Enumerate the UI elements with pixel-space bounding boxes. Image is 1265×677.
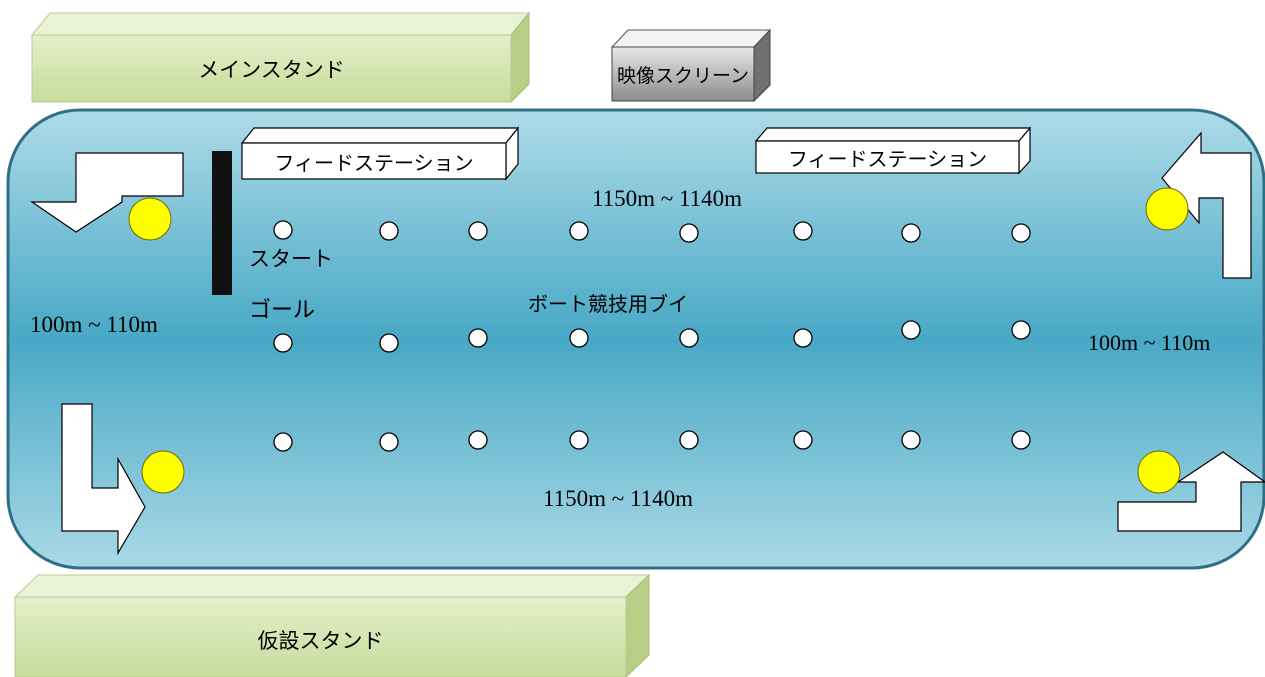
video-screen-label: 映像スクリーン xyxy=(616,64,750,87)
top-distance-label: 1150m ~ 1140m xyxy=(592,186,743,211)
turn-arrow-top-right xyxy=(1161,131,1252,279)
video-screen xyxy=(610,28,772,103)
buoy-row-top xyxy=(273,220,1031,243)
buoy xyxy=(379,432,399,452)
buoy xyxy=(793,430,813,450)
buoy xyxy=(793,221,813,241)
temporary-stand-label: 仮設スタンド xyxy=(257,629,384,653)
turn-marker-bottom-right xyxy=(1137,450,1181,494)
buoy xyxy=(1011,320,1031,340)
start-goal-line xyxy=(212,151,232,295)
buoy xyxy=(901,430,921,450)
buoy xyxy=(679,328,699,348)
buoy xyxy=(379,221,399,241)
turn-arrow-bottom-right xyxy=(1117,451,1265,532)
feed-station-right xyxy=(754,126,1032,175)
buoy xyxy=(901,223,921,243)
left-distance-label: 100m ~ 110m xyxy=(30,312,158,337)
buoy xyxy=(468,221,488,241)
buoy xyxy=(569,221,589,241)
buoy xyxy=(468,430,488,450)
turn-arrow-bottom-left xyxy=(61,403,146,556)
buoy xyxy=(273,432,293,452)
buoy xyxy=(468,328,488,348)
buoy xyxy=(569,430,589,450)
buoy xyxy=(1011,430,1031,450)
buoy xyxy=(273,333,293,353)
bottom-distance-label: 1150m ~ 1140m xyxy=(543,486,694,511)
feed-station-right-label: フィードステーション xyxy=(787,146,988,171)
buoy xyxy=(1011,223,1031,243)
turn-arrow-top-left xyxy=(30,152,184,233)
feed-station-left-label: フィードステーション xyxy=(274,150,474,175)
goal-label: ゴール xyxy=(249,298,316,323)
right-distance-label: 100m ~ 110m xyxy=(1088,330,1211,355)
buoy xyxy=(679,223,699,243)
water-course xyxy=(6,108,1265,570)
buoy xyxy=(379,333,399,353)
buoy xyxy=(569,328,589,348)
main-stand-label: メインスタンド xyxy=(198,57,345,82)
temporary-stand xyxy=(13,573,651,677)
buoys-label: ボート競技用ブイ xyxy=(528,292,688,316)
buoy-row-bottom xyxy=(273,430,1031,452)
feed-station-left xyxy=(240,126,520,181)
turn-marker-bottom-left xyxy=(141,450,185,494)
turn-marker-top-left xyxy=(128,197,172,241)
main-stand xyxy=(30,11,531,104)
buoy xyxy=(793,328,813,348)
buoy xyxy=(901,320,921,340)
start-label: スタート xyxy=(249,247,333,271)
turn-marker-top-right xyxy=(1145,187,1189,231)
buoy xyxy=(273,220,293,240)
buoy-row-middle xyxy=(273,320,1031,353)
buoy xyxy=(679,430,699,450)
